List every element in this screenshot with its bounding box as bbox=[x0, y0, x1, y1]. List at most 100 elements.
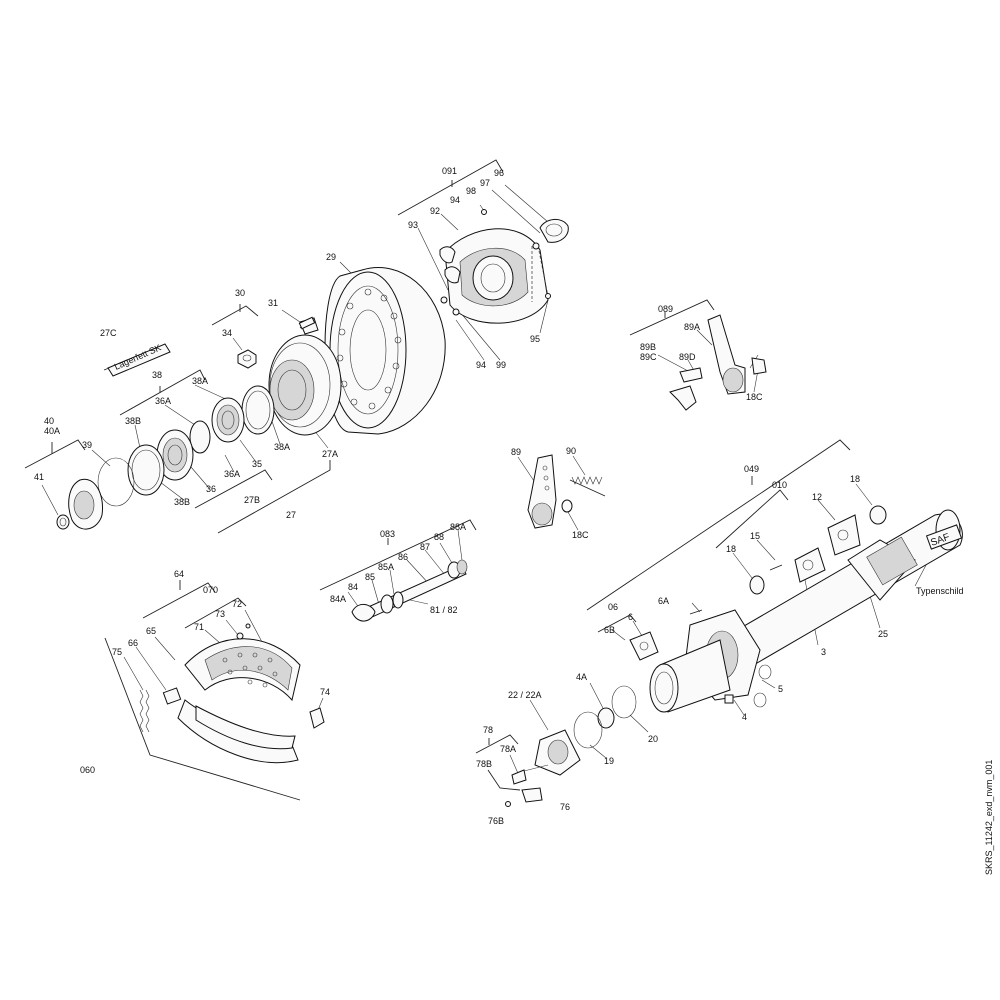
callout-29: 29 bbox=[326, 252, 336, 262]
callout-091: 091 bbox=[442, 166, 457, 176]
callout-78: 78 bbox=[483, 725, 493, 735]
callout-18-right: 18 bbox=[850, 474, 860, 484]
callout-66: 66 bbox=[128, 638, 138, 648]
callout-19: 19 bbox=[604, 756, 614, 766]
callout-87: 87 bbox=[420, 542, 430, 552]
drawing-id: SKRS_11242_exd_nvm_001 bbox=[984, 760, 994, 875]
group-brackets bbox=[24, 159, 851, 801]
callout-84: 84 bbox=[348, 582, 358, 592]
callout-88A: 88A bbox=[450, 522, 466, 532]
callout-86: 86 bbox=[398, 552, 408, 562]
callout-40: 40 bbox=[44, 416, 54, 426]
callout-72: 72 bbox=[232, 599, 242, 609]
bearing-set bbox=[127, 385, 275, 496]
callout-76: 76 bbox=[560, 802, 570, 812]
callout-89A: 89A bbox=[684, 322, 700, 332]
callout-89D: 89D bbox=[679, 352, 696, 362]
callout-88: 88 bbox=[434, 532, 444, 542]
callout-6B: 6B bbox=[604, 625, 615, 635]
callout-64: 64 bbox=[174, 569, 184, 579]
callout-31: 31 bbox=[268, 298, 278, 308]
callout-89: 89 bbox=[511, 447, 521, 457]
chamber-bracket bbox=[505, 685, 637, 807]
brake-drum bbox=[324, 267, 446, 435]
callout-93: 93 bbox=[408, 220, 418, 230]
callout-76B: 76B bbox=[488, 816, 504, 826]
callout-38A-bottom: 38A bbox=[274, 442, 290, 452]
callout-94-bottom: 94 bbox=[476, 360, 486, 370]
callout-65: 65 bbox=[146, 626, 156, 636]
callout-40A: 40A bbox=[44, 426, 60, 436]
callout-06: 06 bbox=[608, 602, 618, 612]
callout-81-82: 81 / 82 bbox=[430, 605, 458, 615]
callout-27B: 27B bbox=[244, 495, 260, 505]
callout-34: 34 bbox=[222, 328, 232, 338]
callout-083: 083 bbox=[380, 529, 395, 539]
callout-73: 73 bbox=[215, 609, 225, 619]
callout-049: 049 bbox=[744, 464, 759, 474]
hub-cap bbox=[56, 457, 135, 530]
callout-92: 92 bbox=[430, 206, 440, 216]
callout-96: 96 bbox=[494, 168, 504, 178]
callout-90: 90 bbox=[566, 446, 576, 456]
callout-6A: 6A bbox=[658, 596, 669, 606]
callout-15: 15 bbox=[750, 531, 760, 541]
lining-rivets bbox=[222, 652, 278, 688]
callout-089: 089 bbox=[658, 304, 673, 314]
wheel-hub bbox=[237, 316, 342, 436]
callout-78B: 78B bbox=[476, 759, 492, 769]
callout-71: 71 bbox=[194, 622, 204, 632]
callout-98: 98 bbox=[466, 186, 476, 196]
axle-beam bbox=[629, 505, 963, 713]
callout-27: 27 bbox=[286, 510, 296, 520]
callout-36A-bottom: 36A bbox=[224, 469, 240, 479]
callout-20: 20 bbox=[648, 734, 658, 744]
callout-35: 35 bbox=[252, 459, 262, 469]
callout-75: 75 bbox=[112, 647, 122, 657]
grease-tube bbox=[103, 343, 171, 377]
callout-18C-top: 18C bbox=[746, 392, 763, 402]
callout-38: 38 bbox=[152, 370, 162, 380]
callout-89C: 89C bbox=[640, 352, 657, 362]
callout-4A: 4A bbox=[576, 672, 587, 682]
callout-12: 12 bbox=[812, 492, 822, 502]
callout-99: 99 bbox=[496, 360, 506, 370]
dust-shield-assembly bbox=[439, 209, 569, 324]
callout-38B-top: 38B bbox=[125, 416, 141, 426]
callout-36A-top: 36A bbox=[155, 396, 171, 406]
callout-85: 85 bbox=[365, 572, 375, 582]
callout-39: 39 bbox=[82, 440, 92, 450]
typenschild-label: Typenschild bbox=[916, 586, 964, 596]
callout-78A: 78A bbox=[500, 744, 516, 754]
callout-5: 5 bbox=[778, 684, 783, 694]
slack-adjuster bbox=[527, 454, 606, 529]
callout-22-22A: 22 / 22A bbox=[508, 690, 542, 700]
callout-4: 4 bbox=[742, 712, 747, 722]
callout-84A: 84A bbox=[330, 594, 346, 604]
callout-27C: 27C bbox=[100, 328, 117, 338]
callout-6: 6 bbox=[628, 612, 633, 622]
callout-18-left: 18 bbox=[726, 544, 736, 554]
camshaft bbox=[351, 559, 468, 622]
callout-95: 95 bbox=[530, 334, 540, 344]
callout-36: 36 bbox=[206, 484, 216, 494]
brake-shoes bbox=[139, 623, 325, 764]
callout-060: 060 bbox=[80, 765, 95, 775]
callout-070: 070 bbox=[203, 585, 218, 595]
callout-94-top: 94 bbox=[450, 195, 460, 205]
callout-85A: 85A bbox=[378, 562, 394, 572]
callout-25: 25 bbox=[878, 629, 888, 639]
callout-41: 41 bbox=[34, 472, 44, 482]
callout-3: 3 bbox=[821, 647, 826, 657]
slack-adjuster-upper bbox=[669, 314, 767, 411]
callout-38B-bottom: 38B bbox=[174, 497, 190, 507]
callout-27A: 27A bbox=[322, 449, 338, 459]
callout-18C-bottom: 18C bbox=[572, 530, 589, 540]
callout-010: 010 bbox=[772, 480, 787, 490]
callout-89B: 89B bbox=[640, 342, 656, 352]
callout-74: 74 bbox=[320, 687, 330, 697]
callout-38A-top: 38A bbox=[192, 376, 208, 386]
callout-97: 97 bbox=[480, 178, 490, 188]
